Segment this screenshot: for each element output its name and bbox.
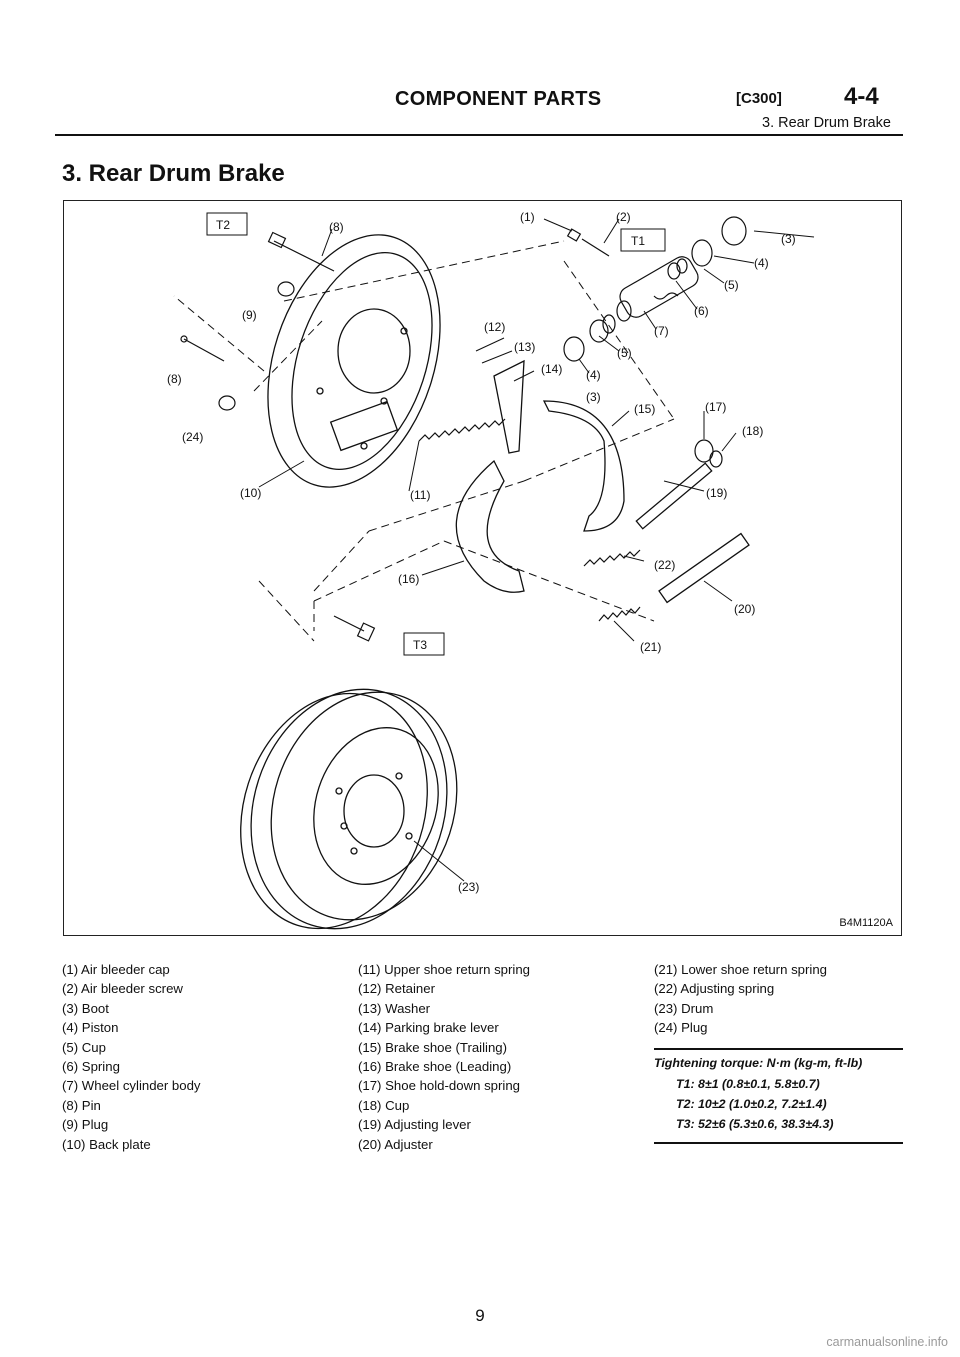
figure-code: B4M1120A bbox=[839, 917, 893, 929]
legend-item: (7) Wheel cylinder body bbox=[62, 1078, 201, 1094]
callout-4b: (4) bbox=[586, 368, 601, 382]
legend-item: (20) Adjuster bbox=[358, 1136, 433, 1152]
legend-item: (17) Shoe hold-down spring bbox=[358, 1078, 521, 1094]
callout-17: (17) bbox=[705, 400, 726, 414]
legend-item: (3) Boot bbox=[62, 1000, 109, 1016]
wheel-cylinder bbox=[563, 216, 747, 362]
legend-item: (18) Cup bbox=[358, 1097, 410, 1113]
callout-8a: (8) bbox=[329, 220, 344, 234]
legend-item: (13) Washer bbox=[358, 1000, 431, 1016]
legend-item: (22) Adjusting spring bbox=[654, 981, 775, 997]
torque-tag-boxes bbox=[206, 212, 666, 656]
legend-item: (2) Air bleeder screw bbox=[62, 981, 183, 997]
header-subtitle: 3. Rear Drum Brake bbox=[762, 115, 891, 131]
legend-item: (9) Plug bbox=[62, 1117, 109, 1133]
callout-21: (21) bbox=[640, 640, 661, 654]
page-number: 9 bbox=[475, 1306, 485, 1325]
left-hardware bbox=[180, 231, 335, 411]
callout-12: (12) bbox=[484, 320, 505, 334]
callout-labels: (1) (2) (3) (4) (5) (6) (7) (5) (4) (3) … bbox=[167, 210, 796, 894]
legend-item: (21) Lower shoe return spring bbox=[654, 962, 827, 977]
drum bbox=[240, 688, 458, 930]
header-chapter: 4-4 bbox=[844, 83, 879, 110]
callout-14: (14) bbox=[541, 362, 562, 376]
legend-item: (8) Pin bbox=[62, 1097, 101, 1113]
callout-23: (23) bbox=[458, 880, 479, 894]
legend-item: (4) Piston bbox=[62, 1020, 119, 1036]
torque-line-t2: T2: 10±2 (1.0±0.2, 7.2±1.4) bbox=[676, 1097, 827, 1111]
callout-5a: (5) bbox=[724, 278, 739, 292]
callout-2: (2) bbox=[616, 210, 631, 224]
legend-item: (11) Upper shoe return spring bbox=[358, 962, 531, 977]
legend-item: (5) Cup bbox=[62, 1039, 106, 1055]
callout-22: (22) bbox=[654, 558, 675, 572]
legend-column-1: (1) Air bleeder cap (2) Air bleeder scre… bbox=[62, 960, 201, 1154]
back-plate bbox=[267, 234, 441, 488]
torque-line-t1: T1: 8±1 (0.8±0.1, 5.8±0.7) bbox=[676, 1077, 820, 1091]
section-title: 3. Rear Drum Brake bbox=[62, 160, 285, 187]
springs bbox=[418, 418, 723, 622]
watermark: carmanualsonline.info bbox=[826, 1335, 948, 1349]
exploded-diagram: T2 T1 T3 (1) (2) (3) (4) (5) (6) (7) (5)… bbox=[167, 210, 815, 930]
torque-tag-t2: T2 bbox=[216, 218, 230, 232]
callout-24: (24) bbox=[182, 430, 203, 444]
legend-item: (16) Brake shoe (Leading) bbox=[358, 1059, 512, 1075]
callout-20: (20) bbox=[734, 602, 755, 616]
torque-tag-t3: T3 bbox=[413, 638, 427, 652]
callout-5b: (5) bbox=[617, 346, 632, 360]
leader-lines bbox=[258, 218, 815, 882]
callout-15: (15) bbox=[634, 402, 655, 416]
callout-6: (6) bbox=[694, 304, 709, 318]
torque-tag-t1: T1 bbox=[631, 234, 645, 248]
torque-line-t3: T3: 52±6 (5.3±0.6, 38.3±4.3) bbox=[676, 1117, 834, 1131]
brake-shoes bbox=[455, 359, 750, 604]
callout-19: (19) bbox=[706, 486, 727, 500]
t3-bolt bbox=[333, 615, 376, 642]
callout-3a: (3) bbox=[781, 232, 796, 246]
callout-10: (10) bbox=[240, 486, 261, 500]
legend-item: (19) Adjusting lever bbox=[358, 1117, 471, 1133]
legend-column-2: (11) Upper shoe return spring (12) Retai… bbox=[358, 960, 530, 1154]
callout-8b: (8) bbox=[167, 372, 182, 386]
legend-item: (12) Retainer bbox=[358, 981, 435, 997]
legend-item: (15) Brake shoe (Trailing) bbox=[358, 1039, 508, 1055]
legend-item: (6) Spring bbox=[62, 1059, 120, 1075]
header-title: COMPONENT PARTS bbox=[395, 88, 602, 110]
callout-9: (9) bbox=[242, 308, 257, 322]
callout-13: (13) bbox=[514, 340, 535, 354]
legend-item: (14) Parking brake lever bbox=[358, 1020, 499, 1036]
exploded-diagram-figure: T2 T1 T3 (1) (2) (3) (4) (5) (6) (7) (5)… bbox=[63, 200, 902, 936]
assembly-lines bbox=[173, 240, 675, 642]
legend-item: (10) Back plate bbox=[62, 1136, 151, 1152]
torque-box: Tightening torque: N·m (kg-m, ft-lb) T1:… bbox=[654, 1048, 903, 1144]
legend-item: (1) Air bleeder cap bbox=[62, 962, 170, 977]
callout-7: (7) bbox=[654, 324, 669, 338]
header-rule bbox=[55, 134, 903, 136]
callout-4a: (4) bbox=[754, 256, 769, 270]
legend-item: (24) Plug bbox=[654, 1020, 708, 1036]
callout-18: (18) bbox=[742, 424, 763, 438]
torque-heading: Tightening torque: N·m (kg-m, ft-lb) bbox=[654, 1056, 863, 1070]
callout-11: (11) bbox=[410, 488, 430, 502]
callout-3b: (3) bbox=[586, 390, 601, 404]
callout-1: (1) bbox=[520, 210, 535, 224]
header-code: [C300] bbox=[736, 90, 782, 107]
legend-item: (23) Drum bbox=[654, 1000, 714, 1016]
legend-column-3: (21) Lower shoe return spring (22) Adjus… bbox=[654, 960, 827, 1038]
callout-16: (16) bbox=[398, 572, 419, 586]
